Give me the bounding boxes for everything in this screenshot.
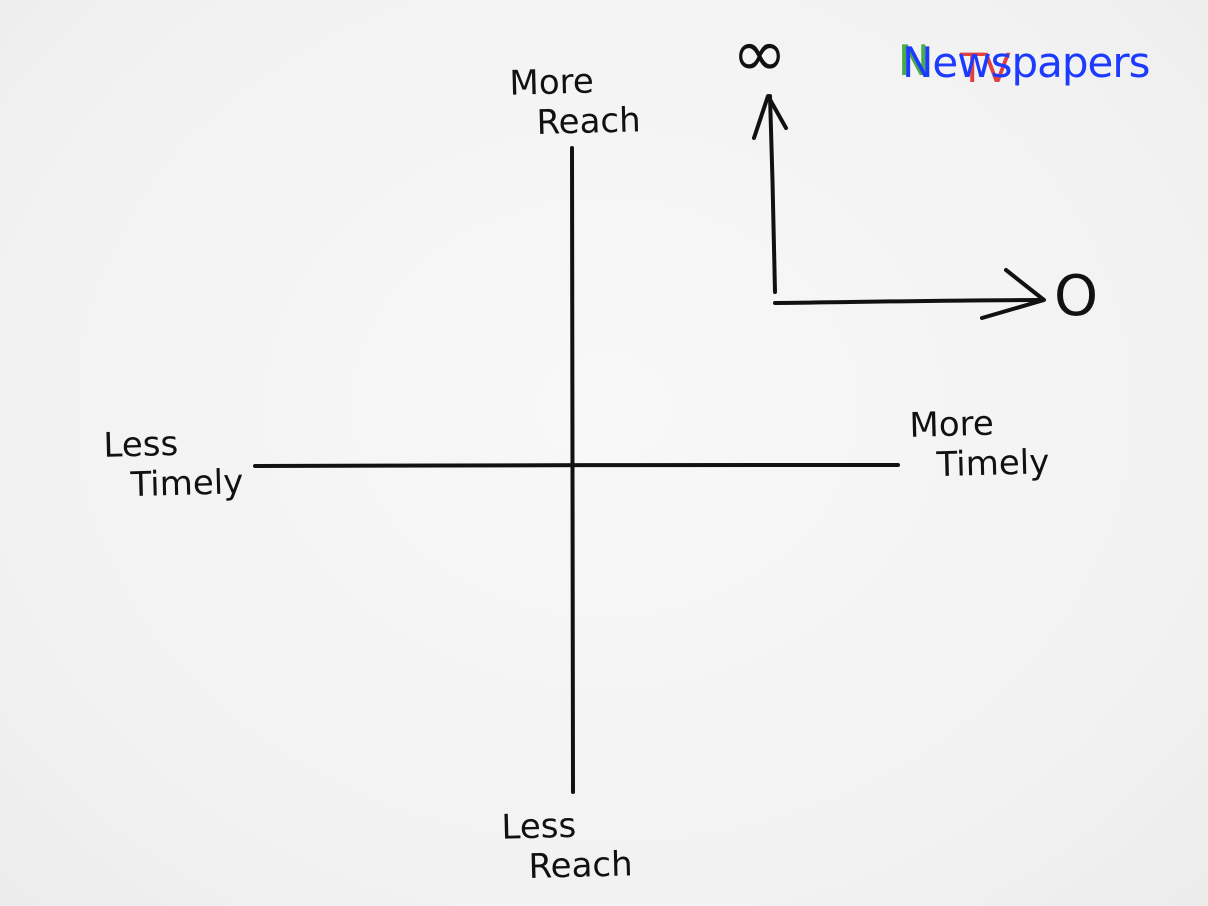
legend-newspapers-label: Newspapers <box>902 38 1151 87</box>
x-axis-right-label-line1: More <box>908 403 995 446</box>
y-axis-top-label-line2: Reach <box>536 100 642 144</box>
y-axis-bottom-label: Less Reach <box>501 804 633 887</box>
scale-vertical-arrow-shaft <box>768 94 777 294</box>
legend-green-overlay: N <box>898 36 929 85</box>
scale-horizontal-arrow-shaft <box>773 298 1044 305</box>
vertical-axis-line <box>570 146 575 794</box>
y-axis-bottom-label-line1: Less <box>500 805 577 848</box>
y-axis-top-label: More Reach <box>509 60 641 143</box>
y-axis-top-label-line1: More <box>508 61 595 104</box>
x-axis-left-label-line2: Timely <box>130 462 244 506</box>
x-axis-right-label: More Timely <box>909 402 1050 486</box>
scale-horizontal-arrow-head <box>980 268 1046 320</box>
legend-red-overlay: TV <box>960 46 1011 92</box>
scale-vertical-arrow-head <box>752 94 788 140</box>
x-axis-left-label-line1: Less <box>102 423 179 466</box>
zero-symbol: O <box>1054 264 1099 329</box>
y-axis-bottom-label-line2: Reach <box>528 844 634 888</box>
infinity-symbol: ∞ <box>732 15 787 92</box>
x-axis-right-label-line2: Timely <box>936 442 1050 486</box>
horizontal-axis-line <box>253 463 900 468</box>
x-axis-left-label: Less Timely <box>103 422 244 506</box>
